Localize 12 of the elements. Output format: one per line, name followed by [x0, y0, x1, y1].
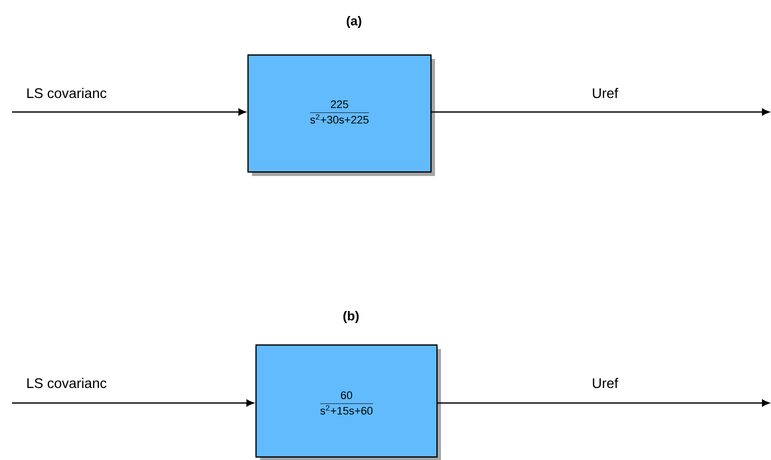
arrow: [438, 400, 770, 406]
panel-label: (a): [346, 16, 362, 28]
signal-label: LS covarianc: [27, 378, 106, 388]
arrow: [12, 400, 254, 406]
signal-label: LS covarianc: [27, 88, 106, 98]
arrow: [432, 108, 770, 116]
panel-label: (b): [343, 310, 359, 324]
arrow: [12, 108, 246, 116]
transfer-function-block: 225 s$^{2}$+30s+225: [247, 54, 435, 176]
transfer-function-block: 60 s$^{2}$+15s+60: [255, 344, 441, 460]
signal-label: Uref: [592, 378, 618, 388]
signal-label: Uref: [592, 88, 618, 98]
